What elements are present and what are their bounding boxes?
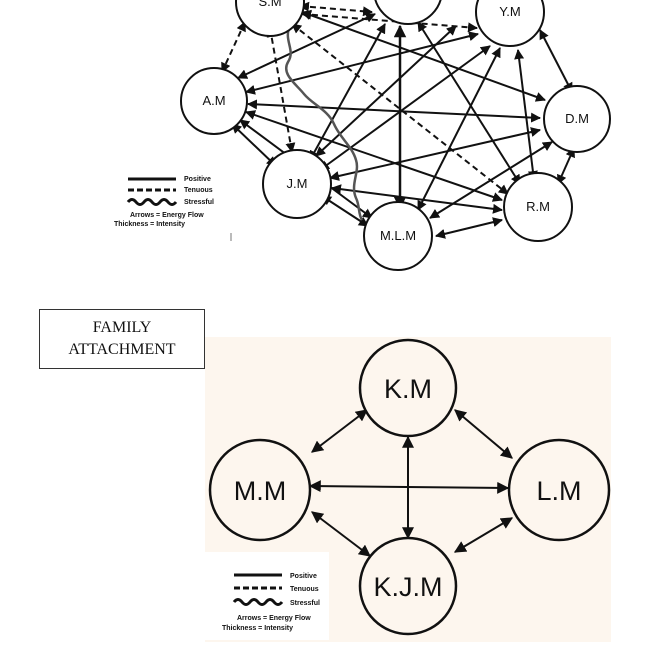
ecomap: S.M Y.M A.M D.M J.M R.M M.L.M xyxy=(114,0,611,271)
node-kjm[interactable]: K.J.M xyxy=(358,536,458,636)
legend-arrows-note: Arrows = Energy Flow xyxy=(130,212,204,219)
family-legend-arrows-note: Arrows = Energy Flow xyxy=(237,615,311,622)
family-attachment: K.M M.M L.M K.J.M Positive Tenuous Stres… xyxy=(205,337,611,642)
node-jm[interactable]: J.M xyxy=(262,149,332,219)
edge-sm-am xyxy=(221,21,246,73)
family-attachment-title-line2: ATTACHMENT xyxy=(68,341,176,358)
family-legend-stressful-line xyxy=(232,598,284,606)
node-km-label: K.M xyxy=(384,374,432,404)
edge-ym-dm xyxy=(539,29,573,93)
family-legend-tenuous-label: Tenuous xyxy=(290,586,319,593)
node-sm[interactable]: S.M xyxy=(235,0,305,37)
node-mlm[interactable]: M.L.M xyxy=(363,201,433,271)
edge-mlm-rm xyxy=(435,217,503,239)
edge-mm-lm xyxy=(308,480,510,494)
ecomap-edges xyxy=(221,1,575,239)
family-legend-positive-label: Positive xyxy=(290,573,317,580)
family-legend: Positive Tenuous Stressful Arrows = Ener… xyxy=(222,573,320,632)
legend-tenuous-label: Tenuous xyxy=(184,187,213,194)
edge-jm-rm xyxy=(331,184,503,214)
node-rm-label: R.M xyxy=(526,199,550,214)
family-attachment-title: FAMILY ATTACHMENT xyxy=(39,309,205,369)
node-mm[interactable]: M.M xyxy=(208,438,312,542)
node-dm[interactable]: D.M xyxy=(543,85,611,153)
edge-mm-kjm xyxy=(311,511,371,557)
edge-km-lm xyxy=(454,409,513,459)
node-am[interactable]: A.M xyxy=(180,67,248,135)
edge-dm-rm xyxy=(557,147,575,185)
legend-thickness-note: Thickness = Intensity xyxy=(114,221,185,228)
edge-sm-top xyxy=(299,1,373,17)
edge-lm-kjm xyxy=(453,517,514,553)
legend-stressful-label: Stressful xyxy=(184,199,214,206)
edge-ym-rm xyxy=(514,49,538,181)
family-attachment-title-line1: FAMILY xyxy=(92,319,152,336)
node-lm[interactable]: L.M xyxy=(507,438,611,542)
node-ym[interactable]: Y.M xyxy=(475,0,545,47)
node-jm-label: J.M xyxy=(287,176,308,191)
node-top[interactable] xyxy=(374,0,442,25)
family-legend-stressful-label: Stressful xyxy=(290,600,320,607)
node-am-label: A.M xyxy=(202,93,225,108)
node-ym-label: Y.M xyxy=(499,4,520,19)
ecomap-legend: Positive Tenuous Stressful Arrows = Ener… xyxy=(114,176,232,241)
legend-positive-label: Positive xyxy=(184,176,211,183)
node-rm[interactable]: R.M xyxy=(503,172,573,242)
node-dm-label: D.M xyxy=(565,111,589,126)
node-kjm-label: K.J.M xyxy=(373,572,442,602)
family-legend-thickness-note: Thickness = Intensity xyxy=(222,625,293,632)
node-km[interactable]: K.M xyxy=(358,338,458,438)
edge-stressful-wave xyxy=(285,25,364,221)
node-lm-label: L.M xyxy=(536,476,581,506)
edge-km-mm xyxy=(311,409,368,453)
node-sm-label: S.M xyxy=(258,0,281,9)
family-edges xyxy=(308,409,514,557)
legend-stressful-line xyxy=(126,198,178,206)
node-mm-label: M.M xyxy=(234,476,286,506)
node-mlm-label: M.L.M xyxy=(380,228,416,243)
family-legend-background xyxy=(205,552,329,640)
edge-top-jm xyxy=(309,23,386,161)
